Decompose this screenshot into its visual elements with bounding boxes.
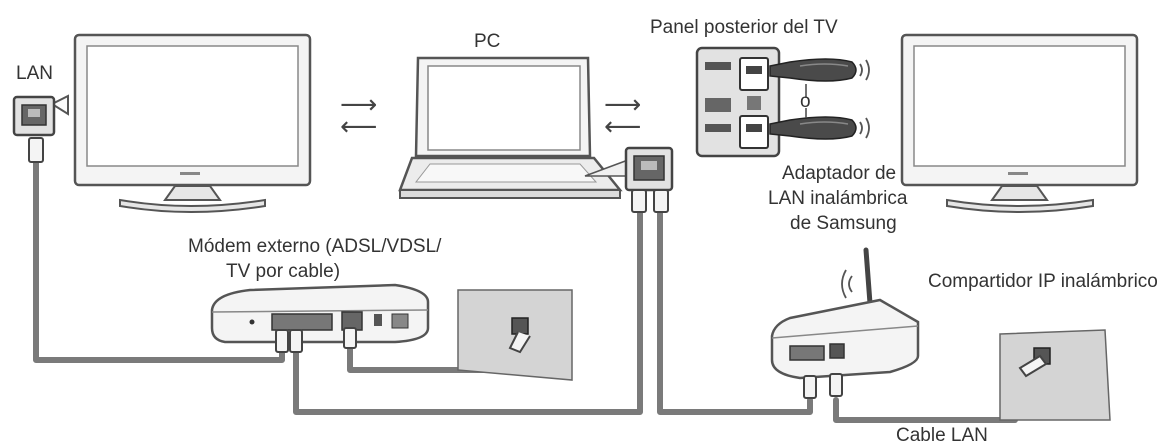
label-wireless-adapter-line1: Adaptador de xyxy=(782,163,897,184)
laptop-pc xyxy=(398,56,623,199)
label-wireless-adapter-line3: de Samsung xyxy=(790,213,897,234)
tv-right xyxy=(900,33,1139,213)
tv-left xyxy=(73,33,312,213)
dongle-top xyxy=(769,58,857,82)
cable-pc-to-router xyxy=(657,207,813,415)
wireless-ip-sharer xyxy=(770,247,920,399)
label-pc: PC xyxy=(474,31,501,52)
wireless-adapters xyxy=(769,58,870,140)
cable-tv-to-modem xyxy=(33,157,285,363)
label-or: o xyxy=(800,91,811,112)
external-modem xyxy=(210,283,430,353)
cable-modem-to-pc xyxy=(293,207,643,415)
label-wireless-adapter-line2: LAN inalámbrica xyxy=(768,188,908,209)
wall-outlet-left xyxy=(457,289,573,381)
dongle-bottom xyxy=(769,116,857,140)
lan-port-zoom xyxy=(12,94,69,163)
label-lan-cable: Cable LAN xyxy=(896,425,988,446)
label-tv-rear-panel: Panel posterior del TV xyxy=(650,17,838,38)
label-ip-sharer: Compartidor IP inalámbrico xyxy=(928,271,1158,292)
arrow-right-icon: ⟶ xyxy=(340,90,378,120)
label-modem-line2: TV por cable) xyxy=(226,261,341,282)
arrow-left-icon: ⟵ xyxy=(604,112,642,142)
label-modem-line1: Módem externo (ADSL/VDSL/ xyxy=(188,236,442,257)
wall-outlet-right xyxy=(999,329,1111,421)
arrow-right-icon: ⟶ xyxy=(604,90,642,120)
label-lan: LAN xyxy=(16,63,53,84)
arrow-left-icon: ⟵ xyxy=(340,112,378,142)
tv-rear-panel xyxy=(695,46,781,158)
pc-lan-port-zoom xyxy=(584,146,674,213)
